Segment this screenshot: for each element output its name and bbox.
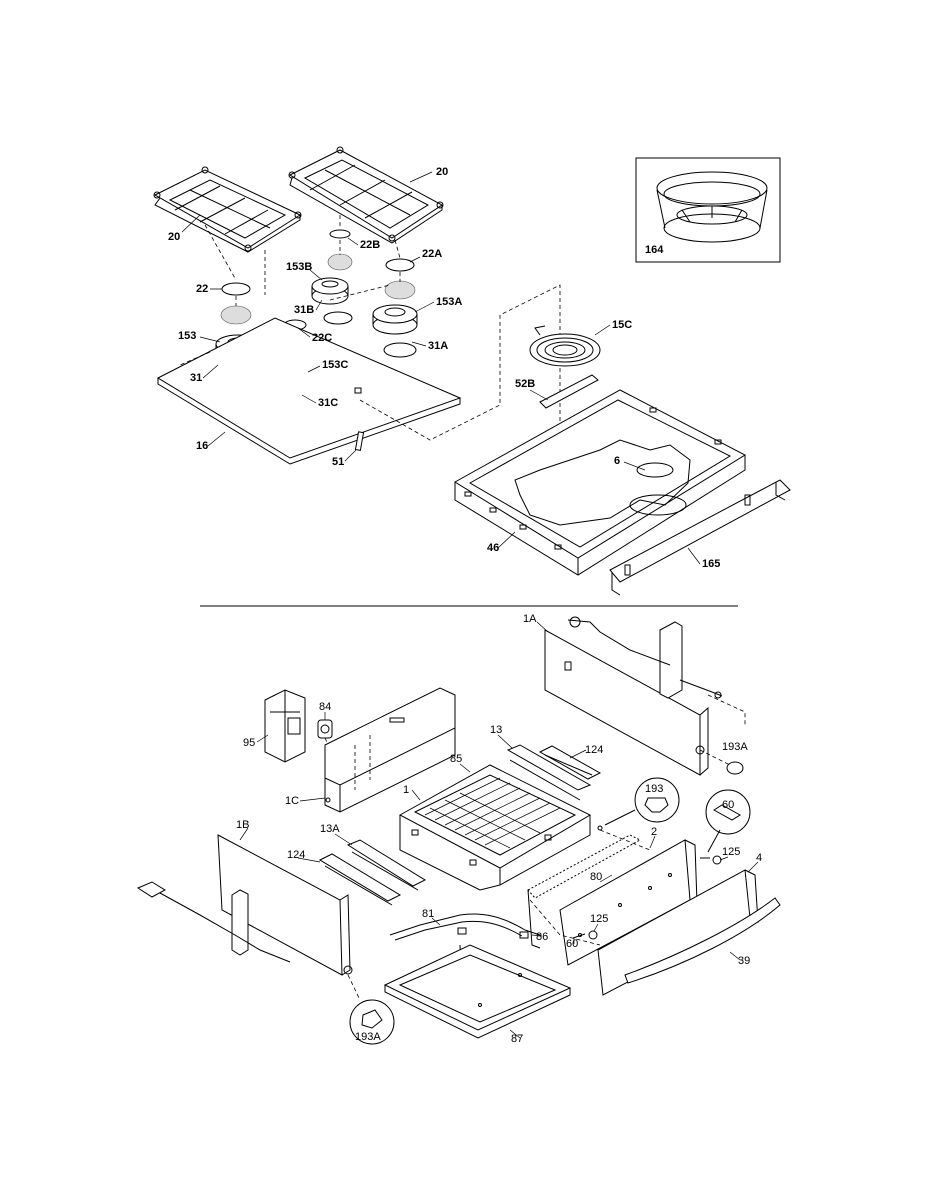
label-31b: 31B <box>294 304 314 316</box>
slide-124-left <box>318 853 402 906</box>
label-95: 95 <box>243 737 255 749</box>
label-1: 1 <box>403 784 409 796</box>
tray-87 <box>383 944 572 1039</box>
side-panel-1a <box>544 616 723 776</box>
label-84: 84 <box>319 701 331 713</box>
label-leaders <box>181 171 759 1039</box>
label-20-left: 20 <box>168 231 180 243</box>
label-22c: 22C <box>312 332 332 344</box>
label-193a-top: 193A <box>722 741 748 753</box>
drawer-tub-85 <box>398 764 592 891</box>
label-16: 16 <box>196 440 208 452</box>
label-86: 86 <box>536 931 548 943</box>
label-125-bottom: 125 <box>590 913 608 925</box>
label-193a-bottom: 193A <box>355 1031 381 1043</box>
label-165: 165 <box>702 558 720 570</box>
label-46: 46 <box>487 542 499 554</box>
label-124-left: 124 <box>287 849 305 861</box>
radiant-element-15c <box>529 325 601 367</box>
clip-51 <box>354 431 365 451</box>
label-60-bottom: 60 <box>566 938 578 950</box>
slide-124-right <box>538 745 602 780</box>
dashed-leaders-top <box>179 215 561 470</box>
rail-13a <box>346 839 427 891</box>
label-39: 39 <box>738 955 750 967</box>
label-85: 85 <box>450 753 462 765</box>
label-124-right: 124 <box>585 744 603 756</box>
label-164: 164 <box>645 244 664 256</box>
bracket-165 <box>609 479 791 596</box>
cooktop-glass <box>156 317 462 465</box>
burner-box-46 <box>454 389 747 576</box>
label-81: 81 <box>422 908 434 920</box>
fasteners <box>572 855 722 940</box>
label-13a: 13A <box>320 823 340 835</box>
label-153c: 153C <box>322 359 348 371</box>
label-51: 51 <box>332 456 344 468</box>
label-87: 87 <box>511 1033 523 1045</box>
label-15c: 15C <box>612 319 632 331</box>
gasket-80 <box>527 834 642 949</box>
label-153b: 153B <box>286 261 312 273</box>
label-31c: 31C <box>318 397 338 409</box>
label-125-top: 125 <box>722 846 740 858</box>
grate-left <box>153 166 302 253</box>
label-80: 80 <box>590 871 602 883</box>
label-20-right: 20 <box>436 166 448 178</box>
callout-labels: 20 20 22 22B 22A 153B 31B 153A 22C 153 3… <box>168 166 762 1045</box>
label-60-top: 60 <box>722 799 734 811</box>
screw-60-inset <box>705 789 751 853</box>
plug-193a-bottom-inset <box>347 974 395 1045</box>
dashed-leaders-bottom <box>529 694 746 946</box>
label-193: 193 <box>645 783 663 795</box>
rail-13 <box>506 744 592 801</box>
plug-193-inset <box>597 777 680 831</box>
side-panel-1b <box>136 834 353 976</box>
handle-39 <box>624 897 781 984</box>
label-1c: 1C <box>285 795 299 807</box>
label-52b: 52B <box>515 378 535 390</box>
label-22b: 22B <box>360 239 380 251</box>
label-1b: 1B <box>236 819 249 831</box>
label-2: 2 <box>651 826 657 838</box>
label-153: 153 <box>178 330 196 342</box>
grate-right <box>288 146 444 244</box>
label-1a: 1A <box>523 613 537 625</box>
box-95 <box>264 689 306 763</box>
label-22: 22 <box>196 283 208 295</box>
label-6: 6 <box>614 455 620 467</box>
label-31a: 31A <box>428 340 448 352</box>
label-22a: 22A <box>422 248 442 260</box>
label-31: 31 <box>190 372 202 384</box>
label-13: 13 <box>490 724 502 736</box>
strap-52b <box>539 374 599 409</box>
inset-box-164 <box>635 157 781 263</box>
label-4: 4 <box>756 852 762 864</box>
plug-193a-top <box>699 749 744 775</box>
label-153a: 153A <box>436 296 462 308</box>
bracket-1c <box>324 687 456 813</box>
